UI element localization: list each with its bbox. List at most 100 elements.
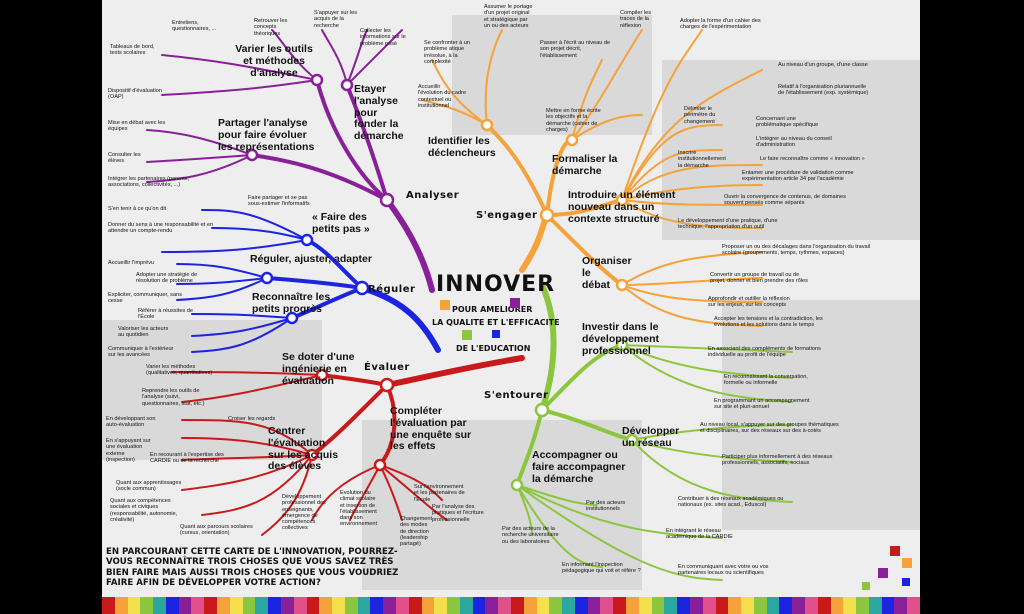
analyser-branch-label: Partager l'analyse pour faire évoluer le…: [218, 117, 315, 153]
engager-leaf: Accepter les tensions et la contradictio…: [714, 316, 823, 329]
analyser-leaf: Retrouver les concepts théoriques: [254, 18, 288, 37]
stripe-segment: [204, 597, 218, 614]
stripe-segment: [574, 597, 588, 614]
stripe-segment: [370, 597, 384, 614]
stripe-segment: [779, 597, 793, 614]
decor-square: [902, 578, 910, 586]
stripe-segment: [472, 597, 486, 614]
stripe-segment: [766, 597, 780, 614]
reguler-leaf: Valoriser les acteurs au quotidien: [118, 326, 169, 339]
reguler-leaf: Donner du sens à une responsabilité et e…: [108, 222, 214, 235]
branch-nodes: [245, 73, 639, 492]
stripe-segment: [843, 597, 857, 614]
analyser-branch-label: Varier les outils et méthodes d'analyse: [235, 43, 313, 79]
engager-leaf: Accueillir l'évolution du cadre contextu…: [418, 84, 467, 109]
evaluer-leaf: En s'appuyant sur une évaluation externe…: [106, 438, 151, 463]
stripe-segment: [114, 597, 128, 614]
stripe-segment: [894, 597, 908, 614]
entourer-leaf: En informant l'inspection pédagogique qu…: [562, 562, 641, 575]
decor-square: [890, 546, 900, 556]
engager-leaf: Le faire reconnaître comme « innovation …: [760, 156, 865, 162]
entourer-leaf: Au niveau local, s'appuyer sur des group…: [700, 422, 839, 435]
background-photo: [722, 300, 920, 530]
reguler-branch-label: Reconnaître les petits progrès: [252, 291, 331, 315]
stripe-segment: [242, 597, 256, 614]
stripe-segment: [804, 597, 818, 614]
stripe-segment: [549, 597, 563, 614]
innovation-mind-map: INNOVER POUR AMELIORER LA QUALITE ET L'E…: [102, 0, 920, 614]
engager-leaf: Délimiter le périmètre du changement: [684, 106, 716, 125]
stripe-segment: [613, 597, 627, 614]
stripe-segment: [447, 597, 460, 614]
entourer-branch: [515, 282, 793, 581]
engager-branch: [421, 29, 763, 327]
engager-leaf: Convertir un groupe de travail ou de pro…: [710, 272, 808, 285]
stripe-segment: [140, 597, 154, 614]
evaluer-leaf: Changement des modes de direction (leade…: [400, 516, 433, 547]
engager-leaf: Inscrire institutionnellement la démarch…: [678, 150, 726, 169]
stripe-segment: [383, 597, 396, 614]
map-title: INNOVER: [436, 272, 556, 297]
engager-leaf: Assumer le portage d'un projet original …: [484, 4, 533, 29]
analyser-leaf: Entretiens, questionnaires, ...: [172, 20, 217, 33]
category-reguler: Réguler: [368, 284, 416, 295]
category-engager: S'engager: [476, 210, 538, 221]
analyser-branch: [146, 29, 435, 293]
analyser-leaf: Mise en débat avec les équipes: [108, 120, 166, 133]
category-analyser: Analyser: [406, 190, 460, 201]
engager-leaf: Passer à l'écrit au niveau de son projet…: [540, 40, 611, 59]
decor-square: [878, 568, 888, 578]
reguler-branch-label: « Faire des petits pas »: [312, 211, 370, 235]
evaluer-leaf: Reprendre les outils de l'analyse (suivi…: [142, 388, 205, 407]
decor-square: [510, 298, 520, 308]
evaluer-leaf: Développement professionnel des enseigna…: [282, 494, 326, 532]
reguler-branch: [161, 209, 441, 353]
entourer-leaf: Contribuer à des réseaux académiques ou …: [678, 496, 784, 509]
engager-leaf: Mettre en forme écrite les objectifs et …: [546, 108, 601, 133]
stripe-segment: [408, 597, 422, 614]
engager-leaf: Adopter la forme d'un cahier des charges…: [680, 18, 761, 31]
stripe-segment: [421, 597, 435, 614]
stripe-segment: [191, 597, 205, 614]
stripe-segment: [319, 597, 333, 614]
entourer-leaf: En communiquant avec votre ou vos parten…: [678, 564, 769, 577]
entourer-branch-label: Investir dans le développement professio…: [582, 321, 660, 357]
stripe-segment: [830, 597, 844, 614]
decor-square: [462, 330, 472, 340]
stripe-segment: [587, 597, 601, 614]
entourer-leaf: En reconnaissant la conversation, formel…: [724, 374, 808, 387]
stripe-segment: [268, 597, 281, 614]
entourer-leaf: En associant des compléments de formatio…: [708, 346, 821, 359]
stripe-segment: [434, 597, 448, 614]
analyser-leaf: Dispositif d'évaluation (OAP): [108, 88, 162, 101]
entourer-leaf: Par des acteurs institutionnels: [586, 500, 626, 513]
entourer-leaf: En intégrant le réseau académique de la …: [666, 528, 733, 541]
engager-branch-label: Identifier les déclencheurs: [428, 135, 496, 159]
stripe-segment: [280, 597, 294, 614]
evaluer-branch-label: Compléter l'évaluation par une enquête s…: [390, 405, 472, 453]
stripe-segment: [715, 597, 729, 614]
stripe-segment: [677, 597, 690, 614]
subtitle-line-1: POUR AMELIORER: [452, 305, 533, 314]
engager-leaf: Le développement d'une pratique, d'une t…: [678, 218, 778, 231]
stripe-segment: [332, 597, 345, 614]
stripe-segment: [165, 597, 179, 614]
subtitle-line-2: LA QUALITE ET L'EFFICACITE: [432, 318, 560, 327]
stripe-segment: [562, 597, 575, 614]
stripe-segment: [741, 597, 754, 614]
evaluer-leaf: En développant son auto-évaluation: [106, 416, 156, 429]
entourer-leaf: En programmant un accompagnement sur sit…: [714, 398, 810, 411]
evaluer-branch-label: Centrer l'évaluation sur les acquis des …: [268, 425, 339, 473]
branch-lines: [146, 29, 793, 581]
evaluer-leaf: Quant aux compétences sociales et civiqu…: [110, 498, 178, 523]
reguler-branch-label: Réguler, ajuster, adapter: [250, 253, 372, 265]
stripe-segment: [511, 597, 524, 614]
evaluer-leaf: Evolution du climat scolaire et insertio…: [340, 490, 378, 528]
engager-leaf: Proposer un ou des décalages dans l'orga…: [722, 244, 871, 257]
engager-branch-label: Introduire un élément nouveau dans un co…: [568, 189, 676, 225]
category-evaluer: Évaluer: [364, 362, 410, 373]
stripe-segment: [651, 597, 665, 614]
analyser-leaf: Intégrer les partenaires (parents, assoc…: [108, 176, 190, 189]
reguler-leaf: Expliciter, communiquer, sans cesse: [108, 292, 182, 305]
engager-leaf: L'intégrer au niveau du conseil d'admini…: [756, 136, 832, 149]
